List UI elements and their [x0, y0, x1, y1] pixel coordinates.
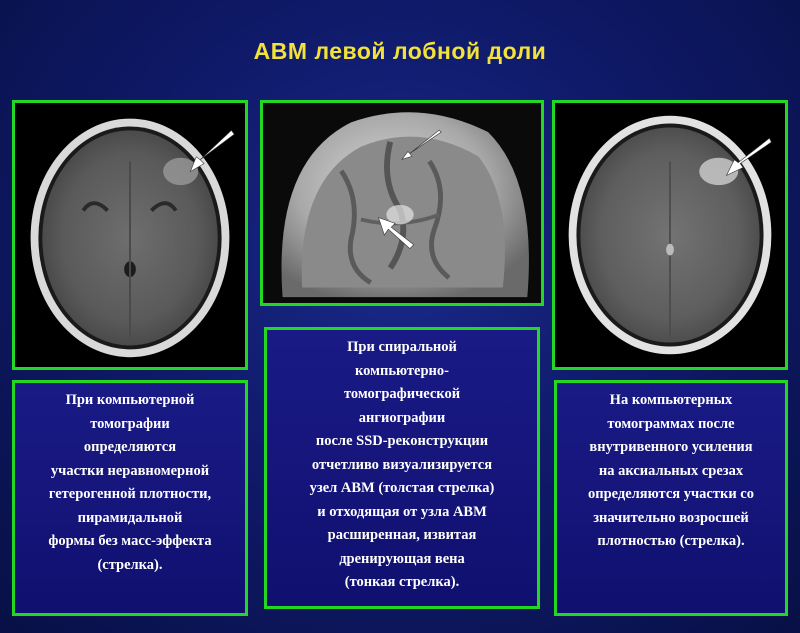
caption-center-line: При спиральной	[347, 339, 457, 355]
caption-right-line: внутривенного усиления	[589, 439, 753, 455]
caption-right-line: на аксиальных срезах	[598, 462, 744, 479]
caption-center-line: после SSD-реконструкции	[315, 433, 489, 449]
caption-center-line: узел АВМ (толстая стрелка)	[309, 480, 495, 496]
caption-left-line: (стрелка).	[97, 556, 163, 573]
caption-right-line: На компьютерных	[609, 392, 733, 408]
caption-center-line: (тонкая стрелка).	[344, 574, 460, 590]
caption-left-line: формы без масс-эффекта	[48, 533, 212, 549]
caption-center-line: отчетливо визуализируется	[311, 456, 493, 473]
caption-right-line: значительно возросшей	[593, 509, 749, 526]
caption-center-line: и отходящая от узла АВМ	[317, 503, 487, 520]
caption-right-line: плотностью (стрелка).	[597, 533, 745, 549]
arrow-icon	[189, 129, 235, 173]
caption-left-line: участки неравномерной	[50, 462, 210, 479]
caption-left-line: пирамидальной	[77, 509, 183, 526]
caption-center-line: дренирующая вена	[339, 550, 465, 567]
caption-center-line: ангиографии	[358, 409, 446, 426]
caption-right-line: томограммах после	[607, 415, 735, 432]
caption-center-line: компьютерно-	[355, 362, 449, 379]
caption-left: При компьютерной томографии определяются…	[12, 380, 248, 616]
caption-center-line: томографической	[343, 386, 461, 402]
ct-scan-image-left	[12, 100, 248, 370]
slide-title: АВМ левой лобной доли	[253, 38, 547, 64]
thin-arrow-icon	[401, 129, 442, 160]
arrow-icon	[725, 137, 772, 176]
ct-scan-right-graphic	[555, 103, 785, 367]
caption-left-line: томографии	[90, 415, 170, 432]
ct-scan-image-right	[552, 100, 788, 370]
thick-arrow-icon	[378, 217, 415, 250]
caption-center: При спиральной компьютерно- томографичес…	[264, 327, 540, 609]
caption-left-line: При компьютерной	[65, 392, 195, 408]
ct-angiography-image	[260, 100, 544, 306]
caption-right: На компьютерных томограммах после внутри…	[554, 380, 788, 616]
caption-center-line: расширенная, извитая	[327, 527, 477, 543]
caption-left-line: гетерогенной плотности,	[48, 486, 212, 502]
ct-angiography-graphic	[263, 103, 541, 303]
caption-right-line: определяются участки со	[587, 486, 754, 502]
caption-left-line: определяются	[83, 439, 177, 455]
ct-scan-left-graphic	[15, 103, 245, 367]
